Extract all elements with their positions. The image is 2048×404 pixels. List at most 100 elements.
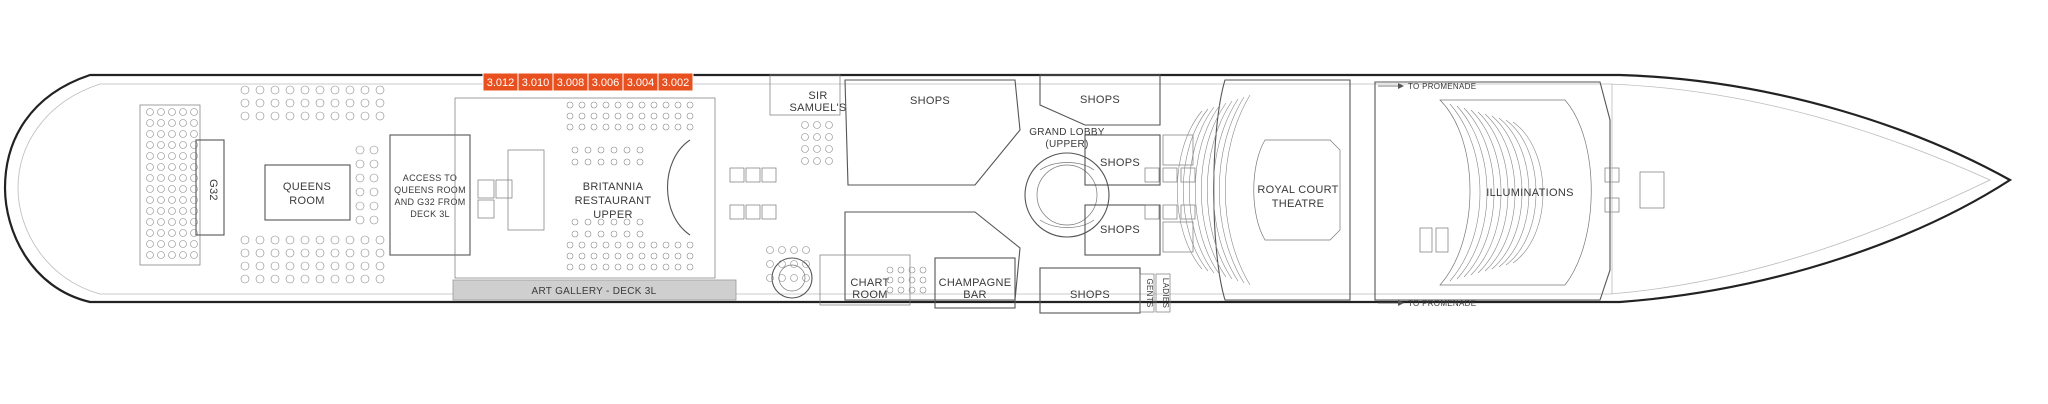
table-symbol — [345, 85, 355, 95]
sir-samuels[interactable]: SIR SAMUEL'S — [769, 74, 847, 116]
table-symbol — [240, 111, 250, 121]
table-symbol — [168, 152, 176, 160]
table-symbol — [886, 276, 894, 284]
table-symbol — [825, 133, 833, 141]
shops-mid-upper[interactable]: SHOPS — [1084, 134, 1161, 186]
table-symbol — [597, 158, 605, 166]
cabin-3.004[interactable]: 3.004 — [622, 72, 659, 92]
chart-room-label-line1: CHART — [850, 277, 889, 289]
ladies-restroom[interactable]: LADIES — [1155, 273, 1171, 313]
table-symbol — [897, 276, 905, 284]
cabin-3.012[interactable]: 3.012 — [482, 72, 519, 92]
table-symbol — [345, 111, 355, 121]
grand-lobby-upper[interactable]: GRAND LOBBY (UPPER) — [1024, 127, 1110, 238]
table-symbol — [157, 108, 165, 116]
britannia-restaurant-upper[interactable]: BRITANNIA RESTAURANT UPPER — [454, 97, 716, 279]
table-symbol — [190, 207, 198, 215]
table-symbol — [790, 274, 798, 282]
table-symbol — [146, 141, 154, 149]
planetarium-seat-row — [1456, 105, 1488, 280]
table-symbol — [255, 235, 265, 245]
table-symbol — [578, 101, 586, 109]
table-symbol — [157, 185, 165, 193]
table-symbol — [369, 201, 379, 211]
planetarium-seat-row — [1512, 121, 1544, 264]
table-symbol — [578, 252, 586, 260]
queens-room[interactable]: QUEENS ROOM — [264, 164, 351, 221]
theatre-seat-row — [1207, 100, 1233, 280]
table-symbol — [626, 112, 634, 120]
table-symbol — [825, 145, 833, 153]
table-symbol — [674, 252, 682, 260]
table-symbol — [270, 248, 280, 258]
shops-aft-lower — [844, 211, 1021, 301]
shops-aft-upper[interactable]: SHOPS — [844, 79, 1021, 186]
table-symbol — [614, 263, 622, 271]
table-symbol — [300, 248, 310, 258]
table-symbol — [157, 196, 165, 204]
table-symbol — [626, 123, 634, 131]
table-symbol — [168, 174, 176, 182]
table-symbol — [168, 185, 176, 193]
table-symbol — [886, 286, 894, 294]
table-symbol — [662, 263, 670, 271]
cabin-3.010[interactable]: 3.010 — [517, 72, 554, 92]
table-symbol — [190, 251, 198, 259]
table-symbol — [157, 152, 165, 160]
table-symbol — [179, 196, 187, 204]
table-symbol — [610, 230, 618, 238]
table-symbol — [146, 163, 154, 171]
table-symbol — [146, 185, 154, 193]
table-symbol — [179, 141, 187, 149]
illuminations[interactable]: ILLUMINATIONS — [1374, 81, 1611, 301]
table-symbol — [375, 85, 385, 95]
table-symbol — [270, 274, 280, 284]
table-symbol — [360, 248, 370, 258]
table-symbol — [285, 111, 295, 121]
table-symbol — [778, 246, 786, 254]
shops-mid-lower[interactable]: SHOPS — [1084, 204, 1161, 256]
table-symbol — [674, 101, 682, 109]
champagne-bar[interactable]: CHAMPAGNE BAR — [934, 257, 1016, 309]
cabin-number: 3.002 — [662, 77, 690, 89]
cabin-block[interactable] — [657, 72, 694, 92]
inner-hull-line — [17, 83, 1991, 295]
table-symbol — [285, 261, 295, 271]
table-symbol — [345, 274, 355, 284]
midship-stairs — [729, 167, 813, 299]
table-symbol — [566, 263, 574, 271]
table-symbol — [566, 101, 574, 109]
art-gallery-deck-3l[interactable]: ART GALLERY - DECK 3L — [452, 279, 737, 301]
to-promenade-bottom[interactable]: TO PROMENADE — [1378, 299, 1476, 308]
planetarium-seat-row — [1491, 115, 1523, 270]
table-symbol — [146, 130, 154, 138]
table-symbol — [566, 123, 574, 131]
cabin-3.008[interactable]: 3.008 — [552, 72, 589, 92]
gents-restroom[interactable]: GENTS — [1139, 273, 1155, 313]
table-symbol — [157, 163, 165, 171]
table-symbol — [369, 187, 379, 197]
table-symbol — [662, 252, 670, 260]
table-symbol — [766, 246, 774, 254]
table-symbol — [650, 112, 658, 120]
chart-room[interactable]: CHART ROOM — [819, 254, 911, 306]
cabin-3.006[interactable]: 3.006 — [587, 72, 624, 92]
theatre-seat-row — [1219, 96, 1245, 284]
table-symbol — [602, 263, 610, 271]
table-symbol — [330, 248, 340, 258]
table-symbol — [190, 130, 198, 138]
table-symbol — [610, 158, 618, 166]
table-symbol — [825, 121, 833, 129]
shops-forward-upper[interactable]: SHOPS — [1039, 74, 1161, 126]
table-symbol — [315, 85, 325, 95]
to-promenade-top[interactable]: TO PROMENADE — [1378, 82, 1476, 91]
table-symbol — [190, 108, 198, 116]
table-symbol — [315, 248, 325, 258]
table-symbol — [369, 159, 379, 169]
royal-court-theatre[interactable]: ROYAL COURT THEATRE — [1176, 79, 1351, 301]
cabin-3.002[interactable]: 3.002 — [657, 72, 694, 92]
table-symbol — [638, 123, 646, 131]
table-symbol — [369, 173, 379, 183]
g32-venue[interactable]: G32 — [195, 139, 225, 236]
to-promenade-top-label: TO PROMENADE — [1408, 82, 1476, 91]
